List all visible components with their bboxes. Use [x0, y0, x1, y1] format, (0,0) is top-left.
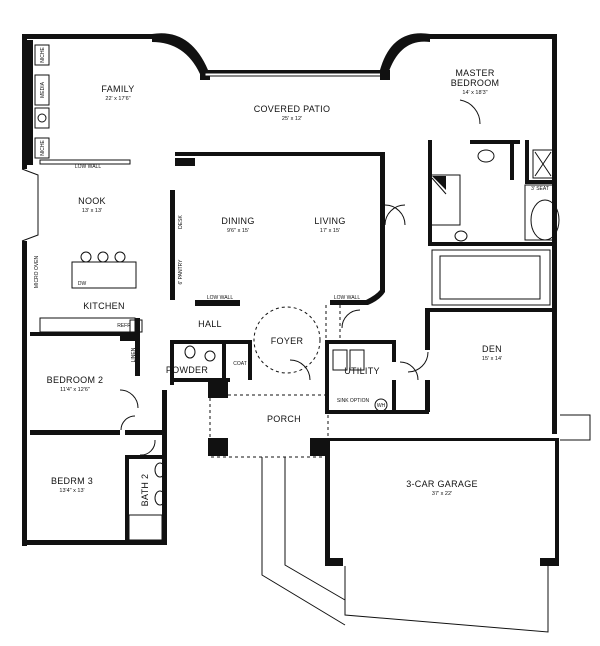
- niche-top-label: NICHE: [40, 47, 46, 63]
- living-dim: 17' x 15': [320, 228, 340, 234]
- utility-name: UTILITY: [344, 366, 380, 376]
- wh-label: WH: [377, 403, 386, 409]
- den-name: DEN: [482, 344, 502, 354]
- nook-dim: 13' x 13': [82, 208, 102, 214]
- kitchen-name: KITCHEN: [83, 301, 125, 311]
- family-dim: 22' x 17'6": [105, 96, 130, 102]
- bath2-name: BATH 2: [140, 474, 150, 507]
- seat-label: 3' SEAT: [531, 186, 549, 192]
- foyer-circle: [253, 306, 321, 374]
- garage-name: 3-CAR GARAGE: [406, 479, 478, 489]
- master-bath-fixtures: [431, 149, 560, 306]
- bedroom2-dim: 11'4" x 12'6": [60, 387, 90, 393]
- sink-option-label: SINK OPTION: [337, 398, 370, 404]
- master-name-2: BEDROOM: [451, 78, 500, 88]
- media-label: MEDIA: [40, 81, 46, 98]
- niche-media: [34, 44, 50, 159]
- low-wall-family-label: LOW WALL: [75, 164, 101, 170]
- patio-dim: 25' x 12': [282, 116, 302, 122]
- patio-name: COVERED PATIO: [254, 104, 331, 114]
- dw-label: DW: [78, 281, 87, 287]
- fixture-labels: NICHE MEDIA NICHE LOW WALL LOW WALL LOW …: [34, 47, 549, 409]
- dining-dim: 9'6" x 15': [227, 228, 249, 234]
- foyer-name: FOYER: [271, 336, 304, 346]
- powder-name: POWDER: [166, 365, 209, 375]
- porch-name: PORCH: [267, 414, 301, 424]
- den-dim: 15' x 14': [482, 356, 502, 362]
- low-wall-dining-label: LOW WALL: [207, 295, 233, 301]
- niche-bottom-label: NICHE: [40, 140, 46, 156]
- linen-label: LINEN: [131, 347, 137, 362]
- living-name: LIVING: [314, 216, 345, 226]
- refr-label: REFR: [117, 323, 131, 329]
- low-wall-living-label: LOW WALL: [334, 295, 360, 301]
- coat-label: COAT: [233, 361, 247, 367]
- powder-fixtures: [184, 345, 216, 362]
- pantry-label: 6' PANTRY: [178, 259, 184, 285]
- bath2-fixtures: [128, 462, 166, 541]
- hall-name: HALL: [198, 319, 222, 329]
- family-name: FAMILY: [101, 84, 134, 94]
- master-dim: 14' x 18'3": [462, 90, 487, 96]
- utility-fixtures: [332, 349, 388, 412]
- bedrm3-name: BEDRM 3: [51, 476, 93, 486]
- master-name-1: MASTER: [455, 68, 495, 78]
- walkway: [261, 414, 591, 633]
- room-labels: FAMILY 22' x 17'6" COVERED PATIO 25' x 1…: [47, 68, 502, 506]
- dining-name: DINING: [221, 216, 254, 226]
- nook-name: NOOK: [78, 196, 106, 206]
- bedroom2-name: BEDROOM 2: [47, 375, 104, 385]
- bedrm3-dim: 13'4" x 13': [59, 488, 84, 494]
- micro-oven-label: MICRO OVEN: [34, 256, 40, 289]
- interior-walls: [27, 40, 555, 545]
- doors: [119, 99, 481, 456]
- kitchen-island: [39, 251, 143, 333]
- desk-label: DESK: [178, 215, 184, 229]
- garage-dim: 37' x 22': [432, 491, 452, 497]
